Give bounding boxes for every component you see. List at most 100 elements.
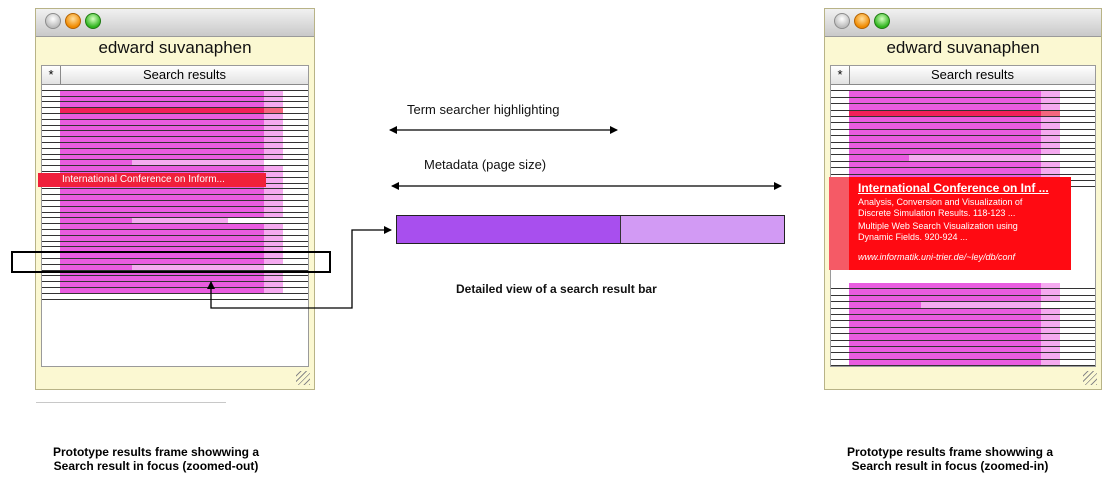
result-row[interactable] (831, 295, 1095, 303)
resize-grip-icon[interactable] (296, 371, 310, 385)
result-row[interactable] (831, 353, 1095, 360)
term-bar (849, 123, 1041, 129)
term-bar (60, 148, 264, 154)
close-button[interactable] (45, 13, 61, 29)
result-row[interactable] (42, 294, 308, 300)
term-bar (849, 142, 1041, 148)
result-row[interactable] (42, 189, 308, 196)
zoomed-result-snippet: Discrete Simulation Results. 118-123 ... (858, 208, 1016, 218)
result-row[interactable] (831, 315, 1095, 322)
search-results-column-header[interactable]: Search results (142, 67, 227, 82)
result-row[interactable] (42, 131, 308, 138)
term-bar (849, 315, 1041, 321)
metadata-bar (1041, 308, 1061, 314)
result-row[interactable] (831, 110, 1095, 117)
resize-grip-icon[interactable] (1083, 371, 1097, 385)
zoomed-result-snippet: Multiple Web Search Visualization using (858, 221, 1018, 231)
result-row[interactable] (831, 308, 1095, 315)
result-row[interactable] (42, 96, 308, 103)
result-row[interactable] (831, 283, 1095, 290)
result-row[interactable] (831, 340, 1095, 347)
result-row[interactable] (831, 359, 1095, 366)
result-row[interactable] (42, 264, 308, 271)
result-row[interactable] (831, 117, 1095, 124)
zoomed-result-snippet: Dynamic Fields. 920-924 ... (858, 232, 968, 242)
search-results-column-header[interactable]: Search results (930, 67, 1015, 82)
result-row[interactable] (831, 91, 1095, 98)
zoom-button[interactable] (874, 13, 890, 29)
zoomed-result-card[interactable]: International Conference on Inf ... Anal… (829, 177, 1071, 270)
result-row[interactable] (42, 125, 308, 132)
result-row[interactable] (42, 143, 308, 149)
metadata-segment (621, 216, 784, 243)
result-row[interactable] (42, 288, 308, 294)
result-row[interactable] (831, 168, 1095, 175)
result-row[interactable] (831, 334, 1095, 341)
result-row[interactable] (831, 289, 1095, 296)
metadata-bar (264, 102, 284, 108)
result-row[interactable] (42, 166, 308, 172)
metadata-bar (921, 302, 1041, 308)
metadata-bar (1041, 340, 1061, 346)
term-bar (60, 108, 264, 113)
window-titlebar[interactable] (36, 9, 314, 37)
metadata-bar (1041, 283, 1061, 289)
term-bar (60, 137, 264, 142)
result-row[interactable] (42, 160, 308, 167)
result-row[interactable] (42, 212, 308, 219)
term-bar (60, 264, 132, 270)
metadata-bar (1041, 149, 1061, 155)
result-row[interactable] (831, 149, 1095, 156)
close-button[interactable] (834, 13, 850, 29)
term-bar (60, 90, 264, 96)
term-bar (849, 347, 1041, 353)
result-row[interactable] (42, 108, 308, 114)
result-row[interactable] (42, 90, 308, 97)
result-row[interactable] (831, 142, 1095, 149)
result-row[interactable] (831, 85, 1095, 92)
result-row[interactable] (42, 119, 308, 126)
result-row[interactable] (831, 155, 1095, 162)
divider-line (36, 402, 226, 403)
result-row[interactable] (42, 85, 308, 91)
zoomed-result-url[interactable]: www.informatik.uni-trier.de/~ley/db/conf (858, 252, 1015, 262)
minimize-button[interactable] (65, 13, 81, 29)
result-row[interactable] (42, 201, 308, 207)
result-row[interactable] (831, 97, 1095, 105)
metadata-label: Metadata (page size) (424, 157, 547, 172)
result-row[interactable] (831, 161, 1095, 169)
result-row[interactable] (831, 136, 1095, 143)
metadata-bar (1041, 289, 1061, 295)
window-titlebar[interactable] (825, 9, 1101, 37)
term-bar (60, 206, 264, 212)
result-row[interactable] (831, 104, 1095, 111)
metadata-bar (264, 125, 284, 131)
result-row[interactable] (42, 102, 308, 109)
result-row[interactable] (831, 327, 1095, 335)
metadata-bar (264, 114, 284, 119)
result-row[interactable] (831, 302, 1095, 309)
zoom-button[interactable] (85, 13, 101, 29)
result-row[interactable] (42, 218, 308, 225)
metadata-bar (264, 166, 284, 171)
result-row[interactable] (42, 154, 308, 161)
result-row[interactable] (42, 195, 308, 201)
term-bar (849, 295, 1041, 302)
zoomed-result-title[interactable]: International Conference on Inf ... (858, 181, 1049, 195)
result-row[interactable] (42, 137, 308, 143)
result-row[interactable] (42, 114, 308, 120)
result-row[interactable] (42, 148, 308, 155)
result-row[interactable] (831, 129, 1095, 137)
result-row[interactable] (831, 321, 1095, 328)
result-row[interactable] (831, 123, 1095, 130)
star-column-header[interactable]: * (42, 66, 61, 84)
term-bar (849, 91, 1041, 97)
result-row[interactable] (42, 206, 308, 213)
term-bar (60, 125, 264, 131)
star-column-header[interactable]: * (831, 66, 850, 84)
metadata-bar (1041, 161, 1061, 168)
result-row[interactable] (831, 347, 1095, 354)
minimize-button[interactable] (854, 13, 870, 29)
zoomed-result-snippet: Analysis, Conversion and Visualization o… (858, 197, 1023, 207)
focused-result-bar[interactable] (38, 173, 266, 187)
